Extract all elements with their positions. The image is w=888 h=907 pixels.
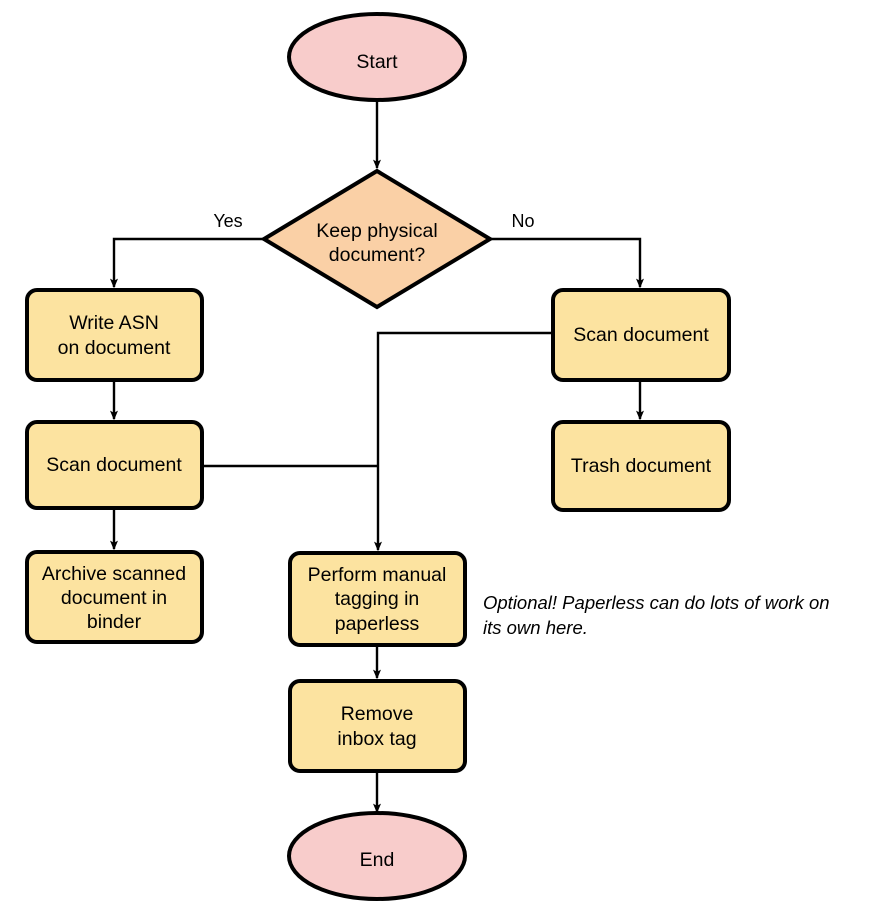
tagging-label-line3: paperless xyxy=(335,613,420,635)
node-decision-keep-physical-document[interactable]: Keep physical document? xyxy=(260,168,494,310)
node-scan-document-right[interactable]: Scan document xyxy=(551,288,731,382)
edge-label-no: No xyxy=(511,211,534,231)
annotation-optional-paperless: Optional! Paperless can do lots of work … xyxy=(483,592,830,638)
start-ellipse xyxy=(287,12,467,102)
trash-document-label: Trash document xyxy=(571,455,712,477)
write-asn-box xyxy=(25,288,204,382)
scan-document-right-box xyxy=(551,288,731,382)
write-asn-label-line1: Write ASN xyxy=(69,312,159,334)
annotation-line2: its own here. xyxy=(483,617,588,638)
node-scan-document-left[interactable]: Scan document xyxy=(25,420,204,510)
node-write-asn[interactable]: Write ASN on document xyxy=(25,288,204,382)
edge-label-yes: Yes xyxy=(213,211,242,231)
decision-label-line2: document? xyxy=(329,244,426,266)
end-ellipse xyxy=(287,811,467,901)
annotation-line1: Optional! Paperless can do lots of work … xyxy=(483,592,830,613)
scan-document-right-label: Scan document xyxy=(573,324,709,346)
edge-decision-no-to-scan-right xyxy=(490,237,644,289)
node-start[interactable]: Start xyxy=(287,12,467,102)
end-label: End xyxy=(360,849,395,871)
node-remove-inbox-tag[interactable]: Remove inbox tag xyxy=(288,679,467,773)
start-label: Start xyxy=(356,51,398,73)
scan-document-left-label: Scan document xyxy=(46,454,182,476)
archive-box xyxy=(25,550,204,644)
archive-label-line3: binder xyxy=(87,611,142,633)
node-end[interactable]: End xyxy=(287,811,467,901)
node-archive-scanned-document[interactable]: Archive scanned document in binder xyxy=(25,550,204,644)
tagging-box xyxy=(288,551,467,647)
remove-inbox-tag-box xyxy=(288,679,467,773)
node-trash-document[interactable]: Trash document xyxy=(551,420,731,512)
decision-diamond xyxy=(260,168,494,310)
remove-inbox-label-line2: inbox tag xyxy=(337,728,416,750)
connectors xyxy=(110,100,644,814)
edge-scan-right-to-tagging xyxy=(374,331,553,552)
archive-label-line2: document in xyxy=(61,587,167,609)
edge-decision-yes-to-write-asn xyxy=(110,237,264,289)
node-perform-manual-tagging[interactable]: Perform manual tagging in paperless xyxy=(288,551,467,647)
trash-document-box xyxy=(551,420,731,512)
archive-label-line1: Archive scanned xyxy=(42,563,186,585)
decision-label-line1: Keep physical xyxy=(316,220,437,242)
remove-inbox-label-line1: Remove xyxy=(341,703,414,725)
scan-document-left-box xyxy=(25,420,204,510)
write-asn-label-line2: on document xyxy=(58,337,171,359)
tagging-label-line1: Perform manual xyxy=(308,564,447,586)
tagging-label-line2: tagging in xyxy=(335,588,420,610)
